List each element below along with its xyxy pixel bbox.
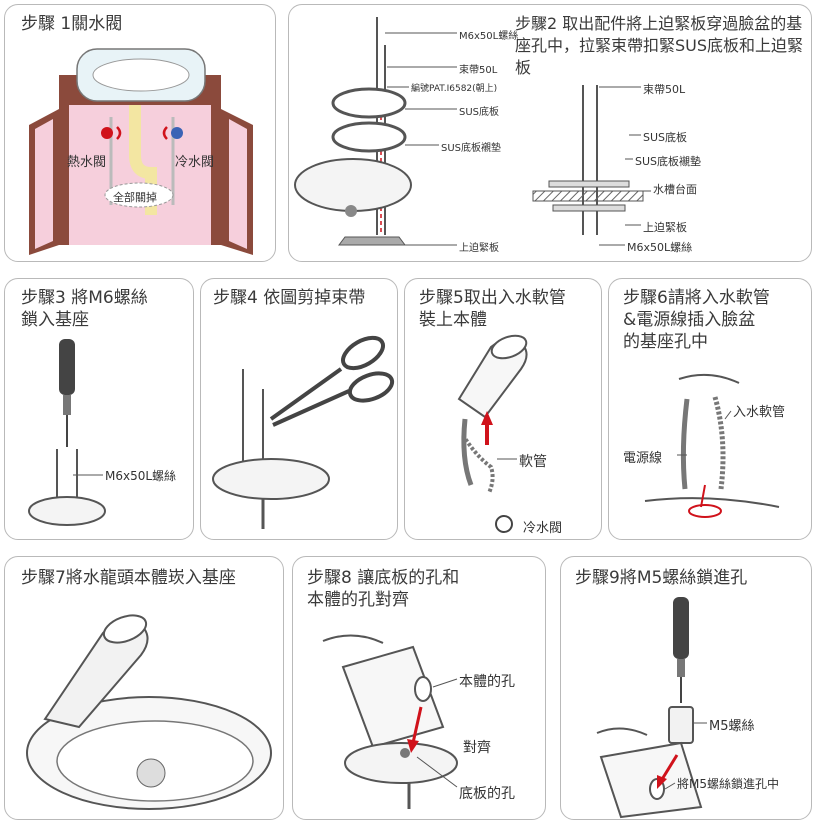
step8-title: 步驟8 讓底板的孔和 本體的孔對齊 [307,568,460,610]
right-sus-plate-label: SUS底板 [643,131,688,144]
step2-title: 步驟2 取出配件將上迫緊板穿過臉盆的基座孔中，拉緊束帶扣緊SUS底板和上迫緊板 [515,14,804,77]
step4-panel: 步驟4 依圖剪掉束帶 [200,278,398,540]
step1-title: 步驟 1關水閥 [21,14,123,34]
step2-illustration [294,17,651,246]
align-label: 對齊 [463,740,491,756]
step6-title: 步驟6請將入水軟管 &電源線插入臉盆 的基座孔中 [623,288,770,352]
step3-panel: 步驟3 將M6螺絲 鎖入基座 M6x50L螺絲 [4,278,194,540]
step6-panel: 步驟6請將入水軟管 &電源線插入臉盆 的基座孔中 入水軟管 電源線 [608,278,812,540]
right-gasket-label: SUS底板襯墊 [635,155,702,168]
step5-title: 步驟5取出入水軟管 裝上本體 [419,288,566,330]
right-upper-plate-label: 上迫緊板 [643,221,687,234]
step5-illustration [457,334,528,494]
right-m6-screw-label: M6x50L螺絲 [627,241,693,254]
all-off-label: 全部關掉 [113,191,157,204]
step7-title: 步驟7將水龍頭本體崁入基座 [21,568,236,588]
hot-valve-label: 熱水閥 [67,155,107,170]
step5-panel: 步驟5取出入水軟管 裝上本體 軟管 冷水閥 [404,278,602,540]
step4-illustration [212,335,395,529]
left-tie-label: 束帶50L [459,65,498,76]
m5-into-hole-label: 將M5螺絲鎖進孔中 [677,777,779,791]
right-tie-label: 束帶50L [643,83,686,96]
right-counter-label: 水槽台面 [653,183,697,196]
step5-hose-label: 軟管 [519,454,547,470]
step8-panel: 步驟8 讓底板的孔和 本體的孔對齊 本體的孔 對齊 底板的孔 [292,556,546,820]
left-m6-screw-label: M6x50L螺絲 [459,31,519,42]
left-code-label: 編號PAT.I6582(朝上) [411,84,498,94]
m5-screw-label: M5螺絲 [709,719,755,734]
base-hole-label: 底板的孔 [459,786,515,802]
step7-panel: 步驟7將水龍頭本體崁入基座 [4,556,284,820]
step6-illustration [644,373,780,518]
step9-panel: 步驟9將M5螺絲鎖進孔 M5螺絲 將M5螺絲鎖進孔中 [560,556,812,820]
step9-illustration [596,597,707,819]
body-hole-label: 本體的孔 [459,674,515,690]
step1-illustration [29,48,253,255]
step7-illustration [26,614,272,810]
step2-panel: 步驟2 取出配件將上迫緊板穿過臉盆的基座孔中，拉緊束帶扣緊SUS底板和上迫緊板 [288,4,812,262]
valve-icon [495,515,513,533]
step4-title: 步驟4 依圖剪掉束帶 [213,288,366,308]
step8-illustration [322,634,458,809]
step6-power-label: 電源線 [623,451,663,466]
step1-panel: 步驟 1關水閥 熱水閥 冷水閥 全部關掉 [4,4,276,262]
step3-screw-label: M6x50L螺絲 [105,469,177,483]
cold-valve-label: 冷水閥 [175,155,215,170]
left-gasket-label: SUS底板襯墊 [441,143,502,154]
step5-valve-label: 冷水閥 [523,521,563,536]
step3-illustration [28,339,106,526]
step6-hose-label: 入水軟管 [733,405,786,420]
left-upper-plate-label: 上迫緊板 [459,243,499,254]
step9-title: 步驟9將M5螺絲鎖進孔 [575,568,748,588]
left-sus-plate-label: SUS底板 [459,107,500,118]
step3-title: 步驟3 將M6螺絲 鎖入基座 [21,288,148,330]
